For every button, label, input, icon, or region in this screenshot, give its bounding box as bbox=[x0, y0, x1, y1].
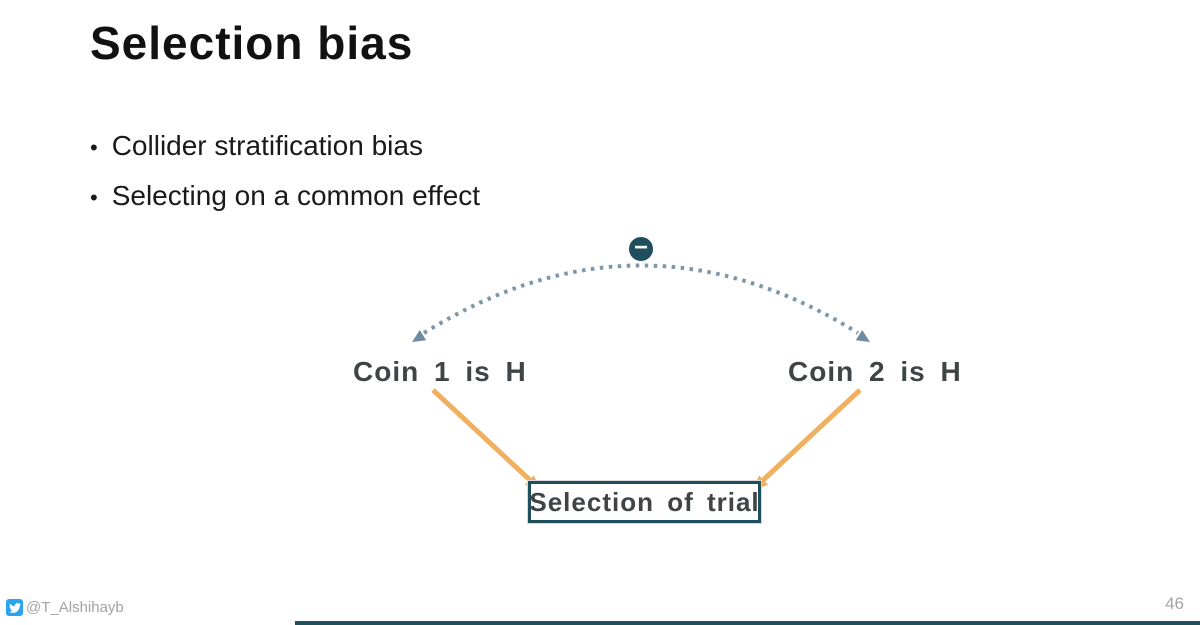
arc-arrowhead-right-icon bbox=[855, 330, 870, 342]
negative-association-badge: − bbox=[629, 234, 653, 261]
bullet-item: • Selecting on a common effect bbox=[90, 180, 480, 230]
dashed-arc bbox=[422, 263, 860, 335]
bullet-item: • Collider stratification bias bbox=[90, 130, 480, 180]
bullet-text: Selecting on a common effect bbox=[111, 180, 481, 211]
node-coin-2: Coin 2 is H bbox=[788, 356, 962, 387]
arrow-left-shaft bbox=[431, 388, 534, 484]
bottom-accent-bar bbox=[295, 621, 1200, 625]
bullet-list: • Collider stratification bias • Selecti… bbox=[90, 130, 480, 230]
twitter-icon bbox=[6, 599, 23, 616]
arrow-right-shaft bbox=[759, 388, 862, 484]
bullet-glyph: • bbox=[90, 185, 98, 210]
bullet-text: Collider stratification bias bbox=[111, 130, 423, 161]
bullet-glyph: • bbox=[90, 135, 98, 160]
footer-attribution: @T_Alshihayb bbox=[6, 599, 124, 616]
node-coin-1: Coin 1 is H bbox=[353, 356, 527, 387]
collider-box: Selection of trial bbox=[528, 481, 761, 523]
collider-box-label: Selection of trial bbox=[529, 486, 760, 517]
slide-title: Selection bias bbox=[90, 17, 414, 69]
twitter-handle: @T_Alshihayb bbox=[26, 599, 124, 616]
page-number: 46 bbox=[1165, 594, 1184, 613]
arc-arrowhead-left-icon bbox=[412, 330, 427, 342]
minus-icon: − bbox=[633, 234, 648, 261]
